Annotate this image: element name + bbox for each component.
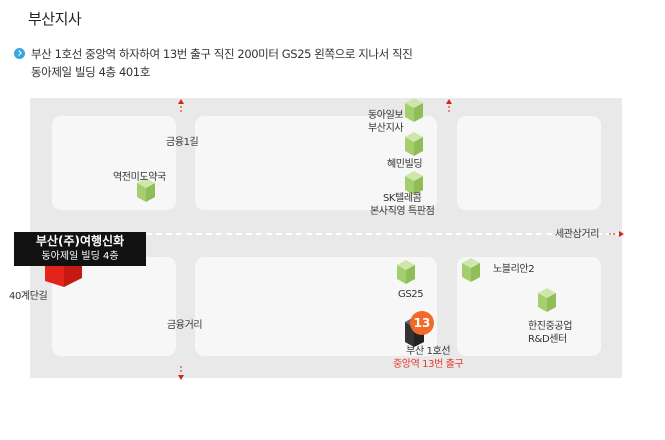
direction-arrow-icon xyxy=(178,366,184,380)
building-icon xyxy=(397,260,415,284)
landmark-novelian: 노블리안2 xyxy=(493,264,535,275)
exit-name: 중앙역 13번 출구 xyxy=(393,359,464,370)
direction-arrow-icon xyxy=(609,231,624,237)
landmark-pharmacy: 역전미도약국 xyxy=(113,172,166,183)
address-line-2: 동아제일 빌딩 4층 401호 xyxy=(31,65,150,79)
address-line-1: 부산 1호선 중앙역 하자하여 13번 출구 직진 200미터 GS25 왼쪽으… xyxy=(31,47,413,61)
landmark-hanjin-line2: R&D센터 xyxy=(528,334,567,345)
landmark-sk-telecom: SK텔레콤 본사직영 특판점 xyxy=(370,192,435,218)
page-title: 부산지사 xyxy=(28,10,82,28)
company-building: 동아제일 빌딩 4층 xyxy=(41,251,119,262)
city-block xyxy=(195,116,437,210)
exit-station: 부산 1호선 xyxy=(406,346,451,357)
company-label: 부산(주)여행신화 동아제일 빌딩 4층 xyxy=(14,232,146,266)
building-icon xyxy=(462,258,480,282)
city-block xyxy=(195,257,437,356)
city-block xyxy=(457,116,601,210)
landmark-gs25: GS25 xyxy=(398,289,424,300)
city-block xyxy=(457,257,601,356)
landmark-sk-line1: SK텔레콤 xyxy=(382,193,422,204)
building-icon xyxy=(405,132,423,156)
street-label-top: 금융1길 xyxy=(166,137,199,148)
direction-arrow-icon xyxy=(446,99,452,112)
street-label-bottom: 금융거리 xyxy=(167,320,203,331)
exit-label: 부산 1호선 중앙역 13번 출구 xyxy=(393,345,464,371)
city-block xyxy=(52,257,176,356)
direction-arrow-icon xyxy=(178,99,184,112)
city-block xyxy=(52,116,176,210)
info-arrow-icon xyxy=(14,48,25,59)
landmark-donga-ilbo-line1: 동아일보 xyxy=(368,110,404,121)
landmark-donga-ilbo: 동아일보 부산지사 xyxy=(368,109,404,135)
company-name: 부산(주)여행신화 xyxy=(35,234,125,248)
landmark-hanjin-line1: 한진중공업 xyxy=(528,321,573,332)
building-icon xyxy=(538,288,556,312)
street-label-left: 40계단길 xyxy=(9,291,48,302)
landmark-donga-ilbo-line2: 부산지사 xyxy=(368,123,404,134)
exit-number-badge: 13 xyxy=(410,311,434,335)
street-label-right: 세관삼거리 xyxy=(555,229,600,240)
landmark-hyemin: 혜민빌딩 xyxy=(387,159,423,170)
landmark-sk-line2: 본사직영 특판점 xyxy=(370,206,435,217)
building-icon xyxy=(405,98,423,122)
landmark-hanjin: 한진중공업 R&D센터 xyxy=(528,320,572,346)
